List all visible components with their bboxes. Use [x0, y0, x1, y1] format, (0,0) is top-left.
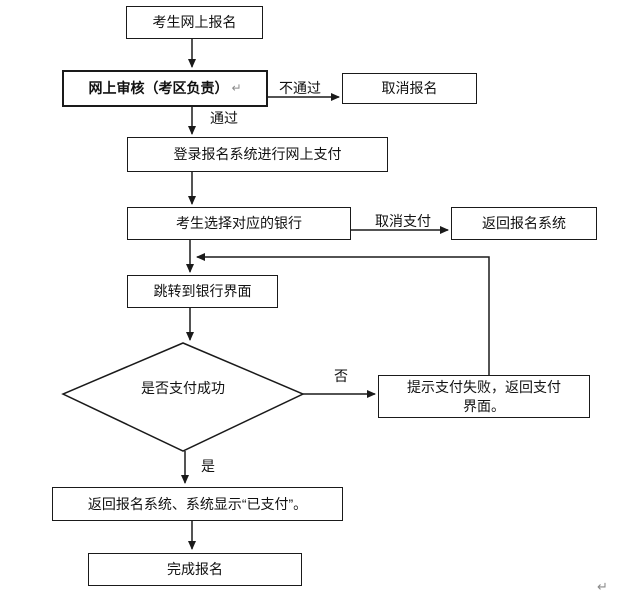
node-finish: 完成报名	[88, 553, 302, 586]
edge-label-pass: 通过	[201, 110, 247, 126]
edge-label-yes: 是	[200, 458, 216, 474]
edge-label-no: 否	[332, 368, 350, 384]
paragraph-return-icon: ↵	[231, 81, 242, 95]
decision-diamond-shape	[61, 342, 305, 452]
node-return-system: 返回报名系统	[451, 207, 597, 240]
node-review-label: 网上审核（考区负责）	[88, 80, 229, 96]
node-pay-failed: 提示支付失败，返回支付 界面。	[378, 375, 590, 418]
node-return-paid: 返回报名系统、系统显示“已支付”。	[52, 487, 343, 521]
node-decision-label: 是否支付成功	[141, 379, 225, 396]
node-review: 网上审核（考区负责）↵	[62, 70, 268, 107]
node-register: 考生网上报名	[126, 6, 263, 39]
arrow-failed-loopback	[196, 253, 490, 375]
node-cancel-register: 取消报名	[342, 73, 477, 104]
node-choose-bank: 考生选择对应的银行	[127, 207, 351, 240]
edge-label-cancel-pay: 取消支付	[368, 213, 438, 229]
edge-label-not-pass: 不通过	[272, 80, 328, 96]
node-bank-page: 跳转到银行界面	[127, 275, 278, 308]
page-return-icon: ↵	[597, 579, 608, 594]
node-login-pay: 登录报名系统进行网上支付	[127, 137, 388, 172]
